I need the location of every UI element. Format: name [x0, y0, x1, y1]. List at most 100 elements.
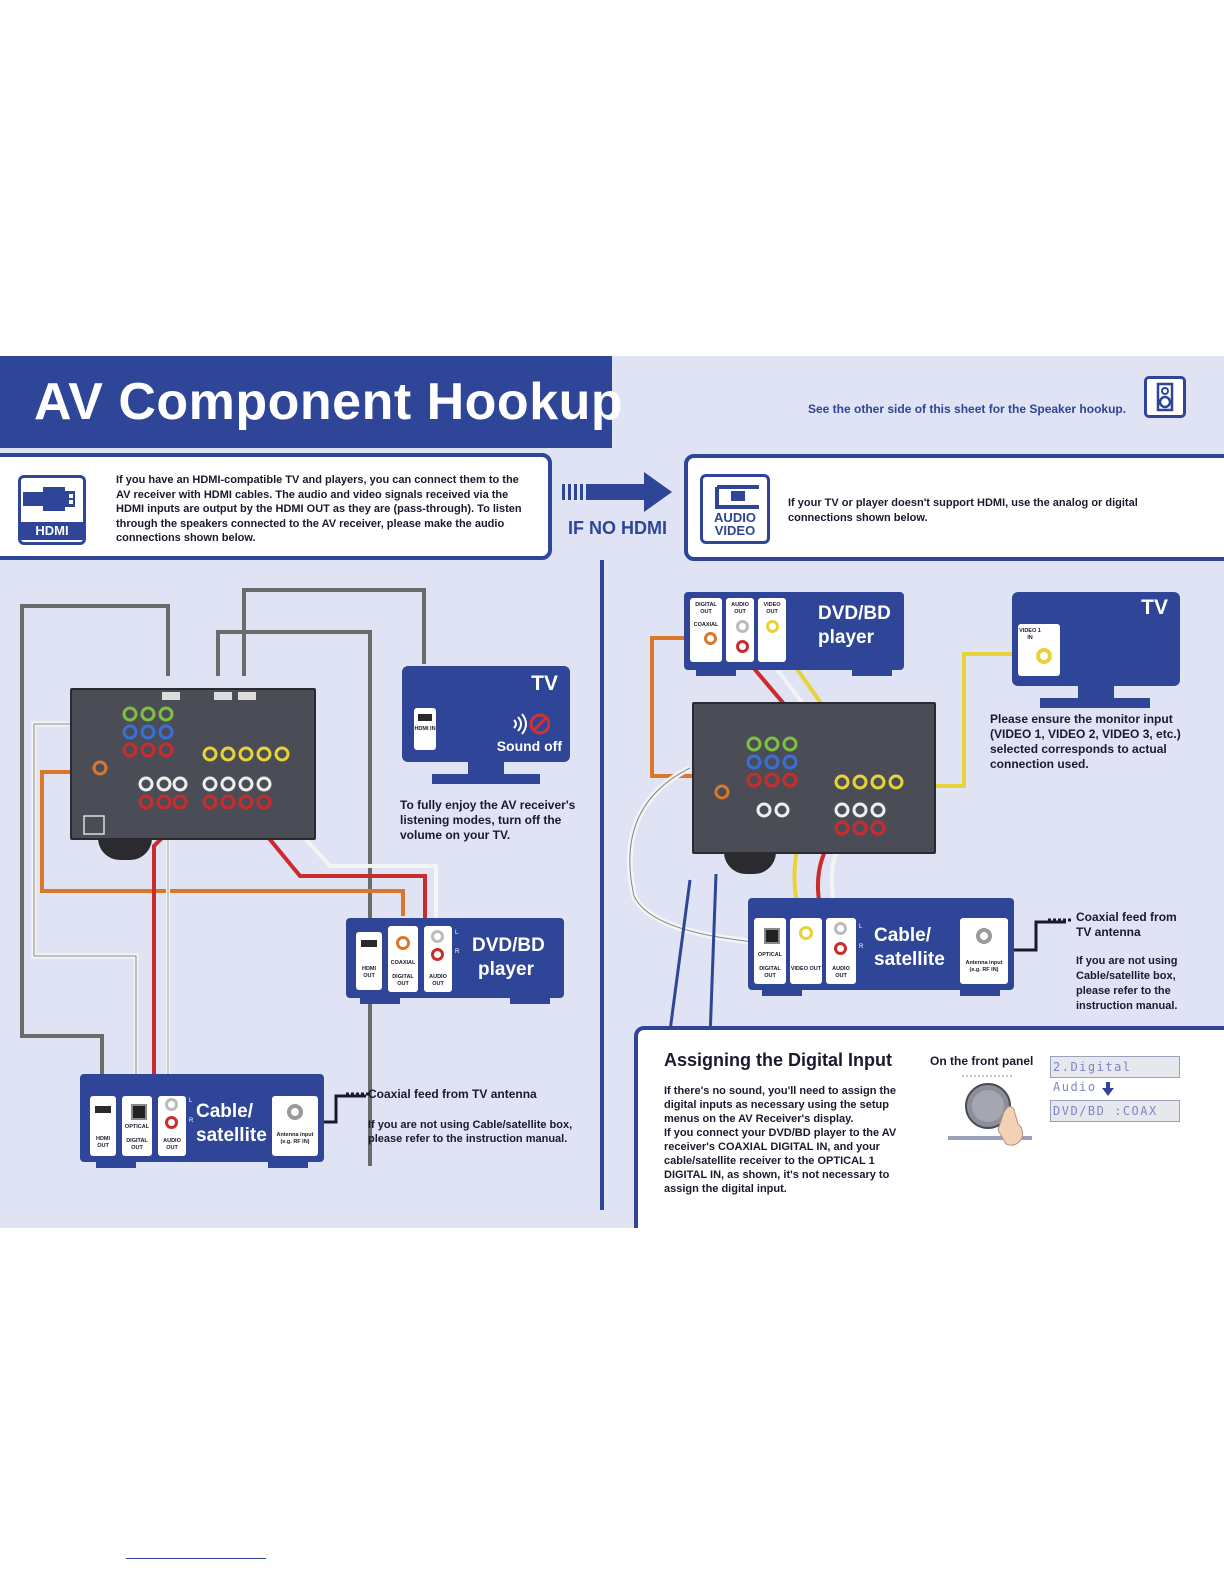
analog-info-panel: AUDIO VIDEO If your TV or player doesn't… [684, 454, 1224, 561]
digital-input-text-1: If there's no sound, you'll need to assi… [664, 1085, 896, 1125]
title-band: AV Component Hookup [0, 356, 623, 448]
cable-hdmi-out-port: HDMI OUT [90, 1096, 116, 1156]
arrow-right-icon [562, 472, 672, 512]
rdvd-digital-port: DIGITAL OUT COAXIAL [690, 598, 722, 662]
cable-right-feet [762, 990, 1000, 996]
audio-r-jack-icon [431, 948, 444, 961]
coaxial-jack-icon [704, 632, 717, 645]
rcable-l-mark: L [859, 924, 863, 930]
rcable-antenna-label: Antenna input (e.g. RF IN) [965, 960, 1003, 973]
hdmi-port-icon [361, 940, 377, 947]
tv-hdmi-in-label: HDMI IN [414, 726, 436, 732]
cable-hdmi-out-label: HDMI OUT [95, 1136, 111, 1149]
rdvd-video-out-label: VIDEO OUT [763, 602, 781, 615]
optical-jack-icon [131, 1104, 147, 1120]
antenna-jack-icon [287, 1104, 303, 1120]
audio-r-jack-icon [165, 1116, 178, 1129]
audio-l-jack-icon [431, 930, 444, 943]
dvd-left-label-1: DVD/BD [472, 935, 545, 956]
receiver-jacks-right [714, 736, 904, 836]
tv-left-label: TV [531, 672, 558, 695]
arrow-down-icon [1102, 1082, 1114, 1096]
lcd-line-2: DVD/BD :COAX [1050, 1100, 1180, 1122]
dvd-digital-out-label: DIGITAL OUT [392, 974, 414, 987]
sound-off-label: Sound off [496, 738, 562, 754]
hdmi-info-panel: HDMI If you have an HDMI-compatible TV a… [0, 453, 552, 560]
speaker-icon [1144, 376, 1186, 418]
rcable-antenna-port: Antenna input (e.g. RF IN) [960, 918, 1008, 984]
dvd-right-label-2: player [818, 627, 874, 648]
speaker-note: See the other side of this sheet for the… [808, 402, 1127, 416]
cable-audio-out-port: AUDIO OUT [158, 1096, 186, 1156]
rcable-optical-label: OPTICAL [757, 952, 783, 958]
coax-feed-right-2: TV antenna [1076, 925, 1141, 939]
receiver-jacks-left [83, 692, 290, 835]
rcable-audio-out-label: AUDIO OUT [832, 966, 850, 979]
rdvd-coaxial-label: COAXIAL [693, 622, 719, 628]
dvd-right-feet [696, 670, 892, 676]
hdmi-port-icon [418, 714, 432, 721]
cable-box-left: HDMI OUT OPTICAL DIGITAL OUT AUDIO OUT L… [80, 1074, 324, 1162]
dvd-right-label-1: DVD/BD [818, 603, 891, 624]
tv-left-stand [468, 762, 504, 774]
front-panel-label: On the front panel [930, 1054, 1034, 1068]
rdvd-video-port: VIDEO OUT [758, 598, 786, 662]
cable-left-feet [96, 1162, 308, 1168]
dvd-player-right: DIGITAL OUT COAXIAL AUDIO OUT L R VIDEO … [684, 592, 904, 670]
hdmi-port-icon [95, 1106, 111, 1113]
tv-left: TV HDMI IN Sound off [402, 666, 570, 762]
cable-left-label-1: Cable/ [196, 1101, 254, 1122]
analog-info-text: If your TV or player doesn't support HDM… [788, 497, 1138, 524]
tv-video-in-port: VIDEO 1 IN [1018, 624, 1060, 676]
rcable-digital-out-label: DIGITAL OUT [759, 966, 781, 979]
tv-right-stand [1078, 686, 1114, 698]
lcd-line-1: 2.Digital Audio [1050, 1056, 1180, 1094]
video-jack-icon [799, 926, 813, 940]
tv-right-label: TV [1141, 596, 1168, 619]
audio-l-jack-icon [736, 620, 749, 633]
cable-digital-out-label: DIGITAL OUT [126, 1138, 148, 1151]
cable-box-right: OPTICAL DIGITAL OUT VIDEO OUT AUDIO OUT … [748, 898, 1014, 990]
tv-volume-note: To fully enjoy the AV receiver's listeni… [400, 798, 576, 842]
audio-r-jack-icon [834, 942, 847, 955]
cable-optical-label: OPTICAL [124, 1124, 150, 1130]
dvd-coaxial-port: COAXIAL DIGITAL OUT [388, 926, 418, 992]
coax-note-right: If you are not using Cable/satellite box… [1076, 955, 1178, 1012]
dvd-coaxial-label: COAXIAL [390, 960, 416, 966]
front-panel-knob-icon [948, 1075, 1032, 1146]
cable-left-label-2: satellite [196, 1125, 267, 1146]
hdmi-badge-label: HDMI [21, 522, 83, 540]
tv-video-in-label: VIDEO 1 IN [1019, 628, 1041, 641]
cable-right-label-2: satellite [874, 949, 945, 970]
rdvd-audio-out-label: AUDIO OUT [731, 602, 749, 615]
rcable-video-out-label: VIDEO OUT [790, 966, 822, 972]
rdvd-audio-port: AUDIO OUT L R [726, 598, 754, 662]
antenna-jack-icon [976, 928, 992, 944]
video-jack-icon [766, 620, 779, 633]
rcable-r-mark: R [859, 944, 864, 950]
hdmi-badge: HDMI [18, 475, 86, 545]
rdvd-l-mark: L [728, 622, 732, 628]
dvd-audio-out-label: AUDIO OUT [429, 974, 447, 987]
tv-right: TV VIDEO 1 IN [1012, 592, 1180, 686]
badge-video: VIDEO [714, 523, 756, 538]
tv-right-base [1040, 698, 1150, 708]
page-title: AV Component Hookup [34, 373, 624, 431]
dvd-player-left: HDMI OUT COAXIAL DIGITAL OUT AUDIO OUT L… [346, 918, 564, 998]
dvd-left-label-2: player [478, 959, 534, 980]
audio-l-jack-icon [834, 922, 847, 935]
cable-l-mark: L [189, 1098, 193, 1104]
digital-input-heading: Assigning the Digital Input [664, 1050, 892, 1070]
dvd-l-mark: L [455, 930, 459, 936]
rcable-optical-port: OPTICAL DIGITAL OUT [754, 918, 786, 984]
receiver-foot [724, 852, 776, 874]
dvd-hdmi-out-port: HDMI OUT [356, 932, 382, 990]
coaxial-jack-icon [396, 936, 410, 950]
if-no-hdmi-label: IF NO HDMI [568, 518, 667, 538]
receiver-rear-left [70, 688, 316, 860]
rdvd-digital-out-label: DIGITAL OUT [695, 602, 717, 615]
cable-right-label-1: Cable/ [874, 925, 932, 946]
audio-video-badge: AUDIO VIDEO [700, 474, 770, 544]
cable-antenna-label: Antenna input (e.g. RF IN) [276, 1132, 314, 1145]
receiver-rear-right [692, 702, 936, 874]
